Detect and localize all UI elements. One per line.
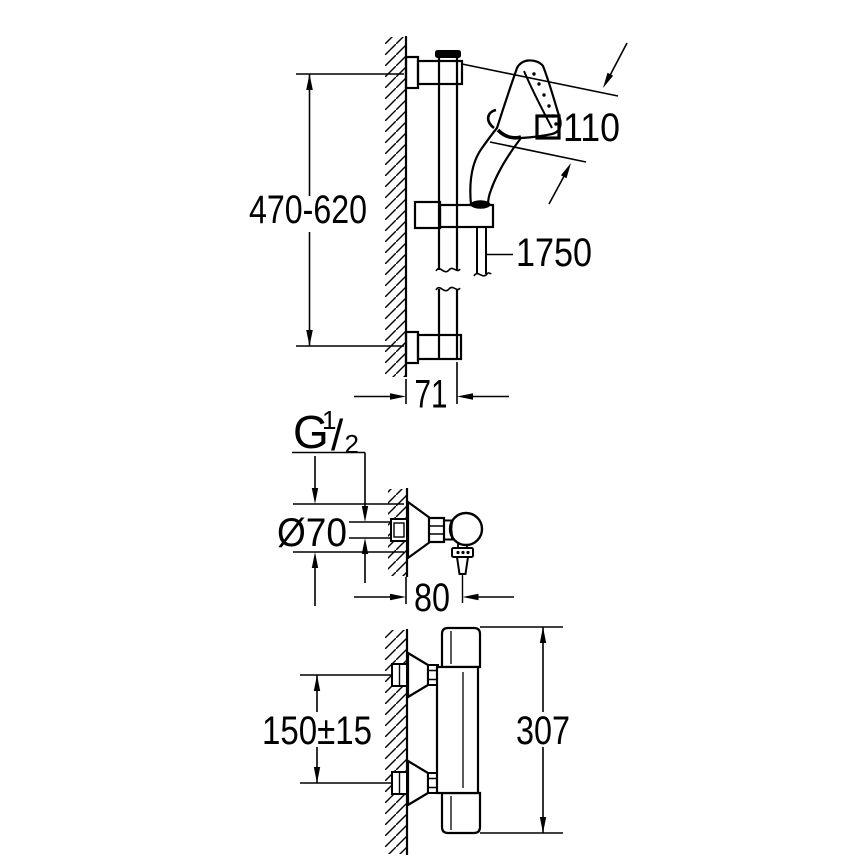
wall-bracket-top-flange (404, 55, 420, 90)
nozzle-dot (554, 122, 558, 126)
head-seam-line (496, 128, 522, 140)
thread-size-slash: / (331, 411, 344, 460)
dim-body-height-value: 307 (516, 709, 570, 753)
knurl-dot (466, 550, 470, 555)
hose-break-line (473, 272, 492, 277)
shower-rail (437, 58, 459, 358)
arrow-down-icon (361, 506, 369, 522)
body-middle (435, 665, 480, 795)
arrow-left-icon (457, 393, 473, 400)
dim-inlet-spacing-value: 150±15 (262, 709, 372, 753)
arrow-up-icon (311, 552, 319, 568)
arrow-up-icon (313, 675, 321, 691)
wall-bracket-bottom-flange (404, 330, 420, 365)
hand-shower-outline (469, 59, 562, 207)
nozzle-dot (537, 82, 541, 86)
valve-body-end (448, 511, 484, 547)
dim-hose-length-value: 1750 (516, 231, 592, 275)
dim-outlet-offset-value: 80 (414, 576, 450, 620)
mixer-valve-side-view: G 1 / 2 Ø70 80 (277, 405, 514, 620)
dim-rail-travel-extensions (296, 73, 404, 347)
union-nut (427, 516, 446, 544)
arrow-down-icon (306, 330, 313, 346)
thread-extension-lines (349, 521, 391, 539)
thread-size-denominator: 2 (345, 429, 359, 459)
spray-face-line (523, 70, 553, 129)
escutcheon-cone (406, 499, 432, 561)
arrow-right-icon (390, 393, 406, 400)
body-top-cap (440, 626, 482, 669)
wall-hatching-top (385, 37, 406, 377)
body-bottom-cap (440, 791, 482, 835)
dim-body-height-extensions (480, 626, 563, 834)
thread-size-letter: G (293, 406, 329, 458)
dim-head-width-value: 110 (563, 106, 620, 150)
arrow-up-right-icon (560, 163, 571, 179)
inlet-escutcheon (406, 759, 430, 807)
knurl-dot (461, 550, 465, 555)
body-shading-lines (450, 631, 464, 830)
arrow-up-icon (306, 74, 313, 90)
dim-rail-offset-value: 71 (415, 373, 448, 417)
arrow-up-icon (361, 538, 369, 554)
dim-rail-travel-value: 470-620 (249, 188, 367, 232)
supply-nipple-detail (393, 522, 405, 538)
slider-bracket-holder (438, 203, 495, 229)
dim-escutcheon-extensions (293, 503, 404, 553)
nozzle-dot (547, 104, 551, 108)
arrow-down-left-icon (603, 72, 614, 88)
arrow-down-icon (313, 767, 321, 783)
dim-escutcheon-value: Ø70 (277, 511, 347, 555)
arrow-right-icon (390, 593, 406, 601)
thread-size-numerator: 1 (322, 405, 336, 435)
valve-body-seam (450, 518, 455, 540)
arrow-down-icon (539, 817, 547, 833)
slider-bracket-inner (413, 200, 442, 230)
rail-end-cap (435, 50, 461, 58)
shower-hose (476, 227, 487, 274)
square-symbol (535, 114, 561, 140)
rail-break-line (435, 267, 461, 273)
knurl-dot (456, 550, 460, 555)
spray-mode-button (486, 108, 497, 130)
dim-head-width-lines (461, 63, 619, 163)
outlet-spout (455, 556, 470, 575)
union-nut-flats (429, 525, 444, 535)
nozzle-dot (532, 72, 536, 76)
arrow-up-icon (539, 627, 547, 643)
rail-break-line (435, 286, 461, 292)
wall-bracket-bottom-arm (416, 333, 463, 361)
arrow-left-icon (462, 593, 479, 601)
arrow-down-icon (311, 488, 319, 504)
shower-rail-set-view: 470-620 110 1750 71 (249, 36, 628, 417)
inlet-escutcheon (406, 651, 430, 699)
hand-shower (469, 59, 562, 207)
dim-thread-leader (292, 451, 366, 583)
dim-rail-offset-extensions (405, 362, 458, 404)
dim-inlet-spacing-extensions (300, 674, 392, 784)
thermostat-side-view: 150±15 307 (262, 626, 570, 855)
nozzle-dot (542, 93, 546, 97)
